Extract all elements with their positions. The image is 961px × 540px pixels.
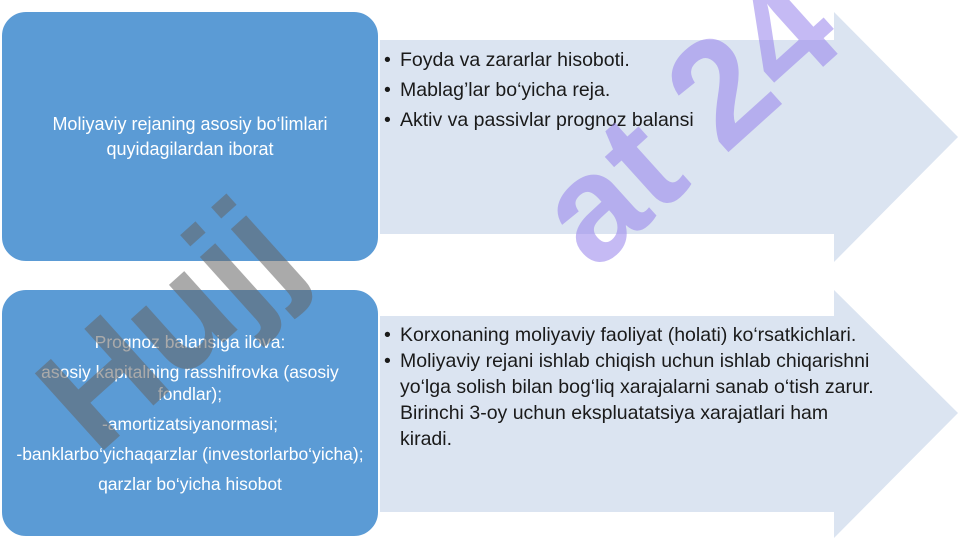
balance-appendix-box: Prognoz balansiga ilova: asosiy kapitaln…: [0, 288, 380, 538]
appendix-item: asosiy kapitalning rasshifrovka (asosiy …: [41, 362, 339, 404]
main-sections-list: Foyda va zararlar hisoboti. Mablag’lar b…: [384, 45, 804, 135]
appendix-item: qarzlar bo‘yicha hisobot: [98, 474, 282, 494]
indicators-list: Korxonaning moliyaviy faoliyat (holati) …: [384, 322, 884, 452]
appendix-heading: Prognoz balansiga ilova:: [94, 332, 286, 352]
list-item: Korxonaning moliyaviy faoliyat (holati) …: [384, 322, 884, 348]
list-item: Moliyaviy rejani ishlab chiqish uchun is…: [384, 348, 884, 452]
appendix-item: -banklarbo‘yichaqarzlar (investorlarbo‘y…: [16, 444, 364, 464]
main-sections-text: Moliyaviy rejaning asosiy bo‘limlari quy…: [52, 113, 328, 159]
main-sections-box: Moliyaviy rejaning asosiy bo‘limlari quy…: [0, 10, 380, 263]
list-item: Foyda va zararlar hisoboti.: [384, 45, 804, 75]
list-item: Mablag’lar bo‘yicha reja.: [384, 75, 804, 105]
list-item: Aktiv va passivlar prognoz balansi: [384, 105, 804, 135]
appendix-item: -amortizatsiyanormasi;: [101, 414, 279, 434]
